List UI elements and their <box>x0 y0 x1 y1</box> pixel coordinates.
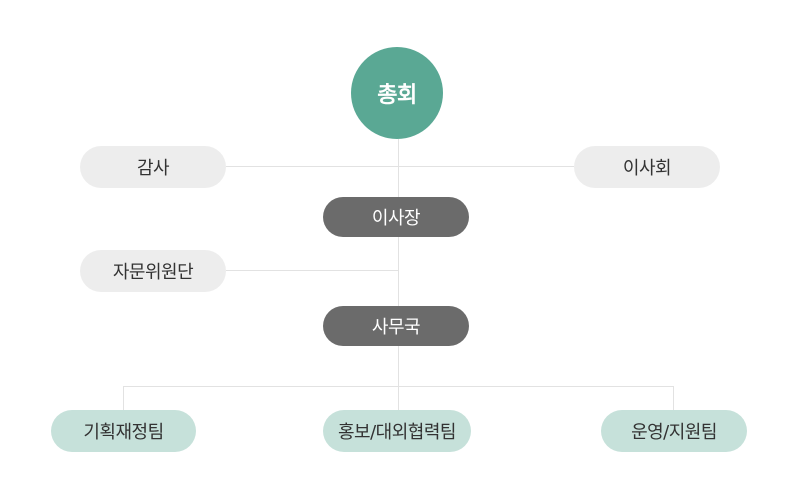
planning-finance-team-node: 기획재정팀 <box>51 410 196 452</box>
general-assembly-node: 총회 <box>351 47 443 139</box>
connector-team-center <box>398 386 399 412</box>
board-of-directors-node: 이사회 <box>574 146 720 188</box>
audit-node: 감사 <box>80 146 226 188</box>
chairman-node: 이사장 <box>323 197 469 237</box>
connector-team-right <box>673 386 674 412</box>
advisory-committee-node: 자문위원단 <box>80 250 226 292</box>
pr-external-relations-team-node: 홍보/대외협력팀 <box>323 410 471 452</box>
connector-root-trunk <box>398 139 399 387</box>
connector-advisory <box>226 270 398 271</box>
connector-audit-board <box>226 166 574 167</box>
operations-support-team-node: 운영/지원팀 <box>601 410 747 452</box>
secretariat-node: 사무국 <box>323 306 469 346</box>
connector-team-left <box>123 386 124 412</box>
